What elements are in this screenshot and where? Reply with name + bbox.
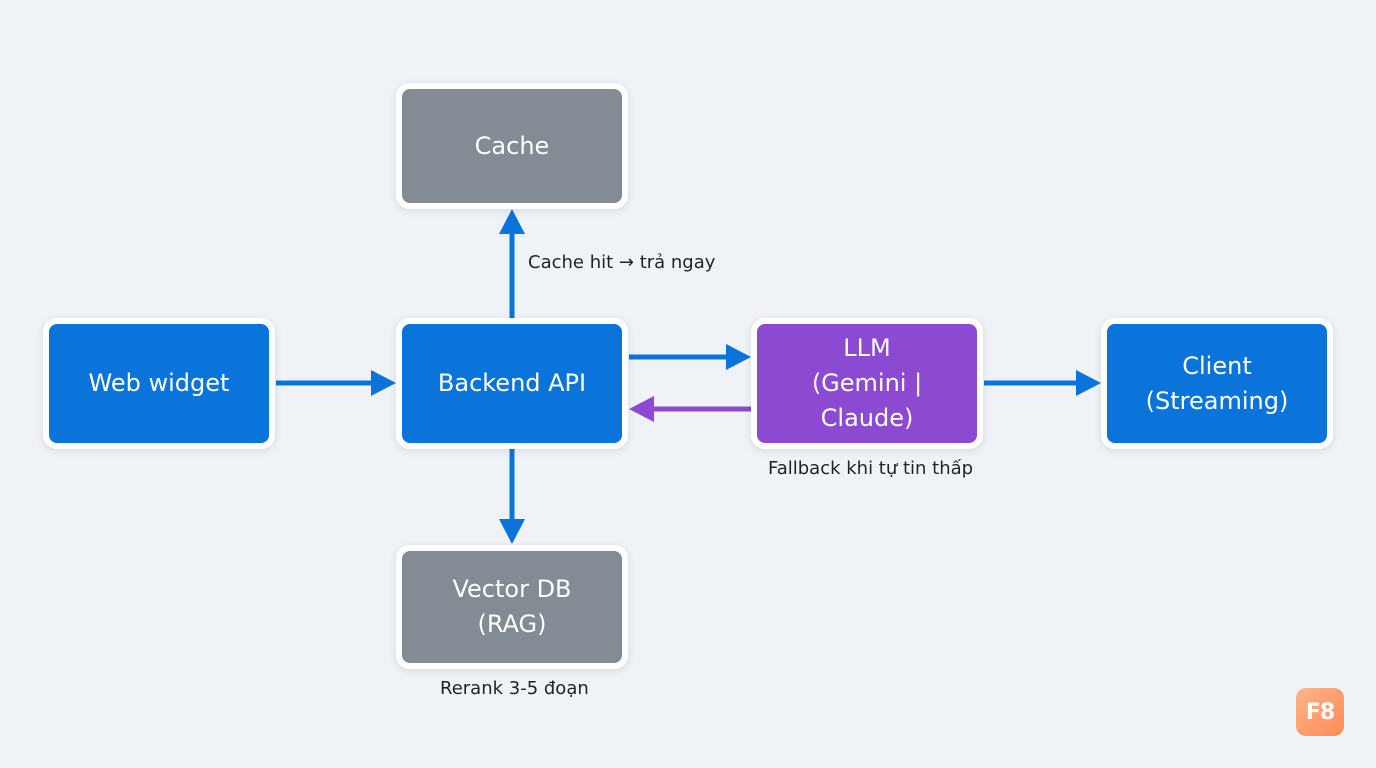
arrow-llm-to-backend-fallback <box>629 396 751 422</box>
client-node: Client (Streaming) <box>1101 318 1333 449</box>
fallback-edge-label: Fallback khi tự tin thấp <box>768 458 974 479</box>
arrow-backend-to-vector-db <box>499 449 525 544</box>
arrow-web-to-backend <box>276 370 396 396</box>
client-sublabel: (Streaming) <box>1145 386 1289 415</box>
backend-api-label: Backend API <box>437 369 587 397</box>
backend-api-node: Backend API <box>396 318 628 449</box>
vector-db-label: Vector DB <box>452 575 572 603</box>
vector-db-sublabel: (RAG) <box>477 610 547 638</box>
llm-node: LLM (Gemini | Claude) <box>751 318 983 449</box>
arrow-backend-to-llm <box>629 344 751 370</box>
cache-node: Cache <box>396 83 628 209</box>
arrow-llm-to-client <box>984 370 1101 396</box>
arrow-backend-to-cache <box>499 209 525 318</box>
vector-db-node: Vector DB (RAG) <box>396 545 628 669</box>
cache-label: Cache <box>474 131 550 160</box>
cache-hit-edge-label: Cache hit → trả ngay <box>528 252 716 273</box>
web-widget-label: Web widget <box>88 369 230 397</box>
client-label: Client <box>1182 351 1252 380</box>
llm-sublabel: (Gemini | Claude) <box>811 369 923 432</box>
web-widget-node: Web widget <box>43 318 275 449</box>
f8-logo-badge: F8 <box>1296 688 1344 736</box>
rerank-edge-label: Rerank 3-5 đoạn <box>440 678 589 699</box>
llm-label: LLM <box>843 334 891 362</box>
